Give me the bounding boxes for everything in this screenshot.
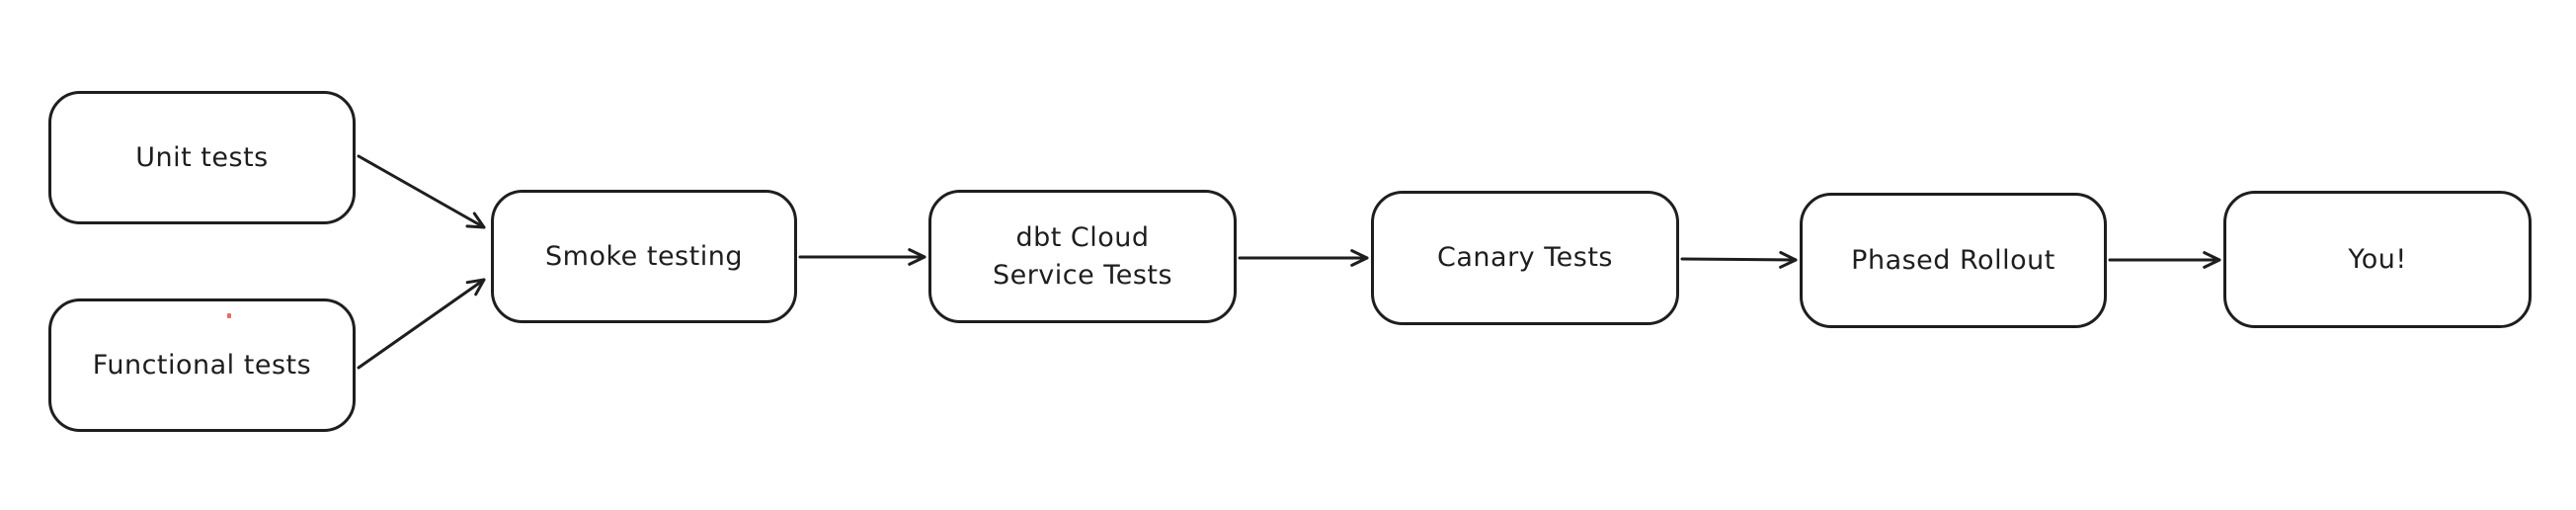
edge-unit-to-smoke [357,154,486,229]
node-label-unit-tests: Unit tests [135,141,269,173]
stray-red-dot [227,313,231,318]
node-smoke-testing: Smoke testing [491,190,797,323]
arrowhead-icon [1779,251,1798,269]
node-functional-tests: Functional tests [48,298,356,432]
node-label-functional-tests: Functional tests [92,349,312,381]
edge-functional-to-smoke [357,278,486,370]
edge-phased-to-you [2108,251,2221,269]
node-you: You! [2223,191,2532,328]
node-label-dbt-cloud-service-tests: dbt Cloud Service Tests [992,221,1173,291]
arrowhead-icon [2203,251,2221,269]
edge-dbt-to-canary [1238,249,1369,267]
node-unit-tests: Unit tests [48,91,356,224]
arrowhead-icon [465,278,486,297]
node-label-smoke-testing: Smoke testing [545,240,743,272]
node-phased-rollout: Phased Rollout [1800,193,2107,328]
arrowhead-icon [908,248,926,266]
node-canary-tests: Canary Tests [1371,191,1679,325]
node-label-phased-rollout: Phased Rollout [1851,244,2055,276]
edge-canary-to-phased [1680,251,1798,269]
node-dbt-cloud-service-tests: dbt Cloud Service Tests [928,190,1237,323]
node-label-you: You! [2348,243,2407,275]
arrowhead-icon [465,212,486,229]
node-label-canary-tests: Canary Tests [1437,242,1613,274]
edge-smoke-to-dbt [798,248,926,266]
arrowhead-icon [1350,249,1369,267]
